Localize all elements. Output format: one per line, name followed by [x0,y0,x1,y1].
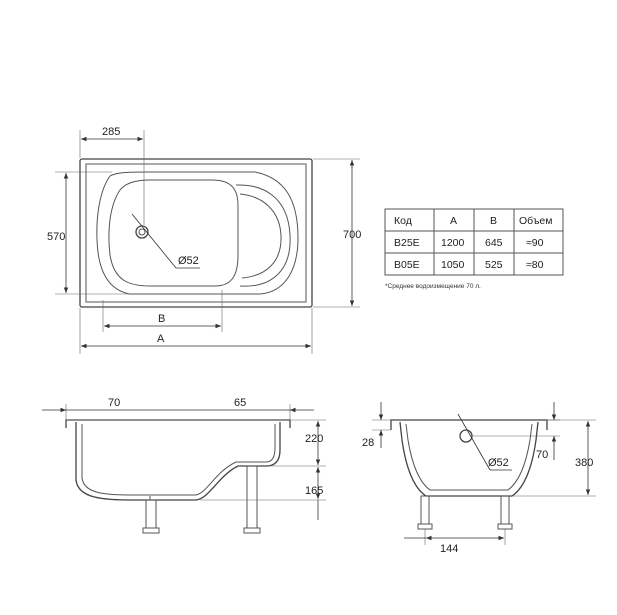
table-header-a: A [450,215,457,227]
dim-165-label: 165 [305,485,323,497]
basin-outline [96,171,299,295]
end-body-outline [399,421,539,497]
side-rear-leg [246,465,258,529]
end-body-inner [405,423,533,491]
dim-65-label: 65 [234,397,246,409]
table-cell: B05E [394,259,420,271]
dim-28-label: 28 [362,437,374,449]
side-body-inner [81,424,276,496]
dim-700-label: 700 [343,229,361,241]
table-header-b: B [490,215,497,227]
dim-570-label: 570 [47,231,65,243]
side-view: 70 65 220 165 [42,397,326,534]
table-cell: ≈90 [526,237,544,249]
table-cell: 1200 [441,237,465,249]
dim-a-label: A [157,333,165,345]
tub-inner-rim [85,163,307,303]
basin-inner [108,179,239,287]
tub-outer-outline [79,158,313,308]
table-cell: 1050 [441,259,465,271]
end-rim [390,419,548,430]
drain-diameter-label: Ø52 [178,255,199,267]
dim-70-label: 70 [108,397,120,409]
seat-outline [235,184,291,287]
table-footnote: *Среднее водоизмещение 70 л. [385,283,481,290]
end-drain-diameter-label: Ø52 [488,457,509,469]
table-cell: 645 [485,237,503,249]
end-view: Ø52 28 70 380 144 [362,402,596,555]
top-view: Ø52 285 570 700 B A [47,126,361,354]
table-cell: 525 [485,259,503,271]
table-cell: B25E [394,237,420,249]
side-rim [65,419,291,428]
drain-inner [138,228,146,236]
end-left-leg [420,495,430,525]
dim-drain-offset-label: 70 [536,449,548,461]
dim-b-label: B [158,313,165,325]
dim-285-label: 285 [102,126,120,138]
table-cell: ≈80 [526,259,544,271]
table-header-volume: Объем [519,215,552,227]
drain-leader [131,213,177,269]
spec-table: Код A B Объем B25E 1200 645 ≈90 B05E 105… [384,208,564,290]
dim-380-label: 380 [575,457,593,469]
seat-inner [239,193,282,279]
end-right-leg [500,495,510,525]
dim-144-label: 144 [440,543,458,555]
side-body-outline [75,422,281,501]
dim-220-label: 220 [305,433,323,445]
side-front-leg [145,499,157,529]
table-header-code: Код [394,215,412,227]
